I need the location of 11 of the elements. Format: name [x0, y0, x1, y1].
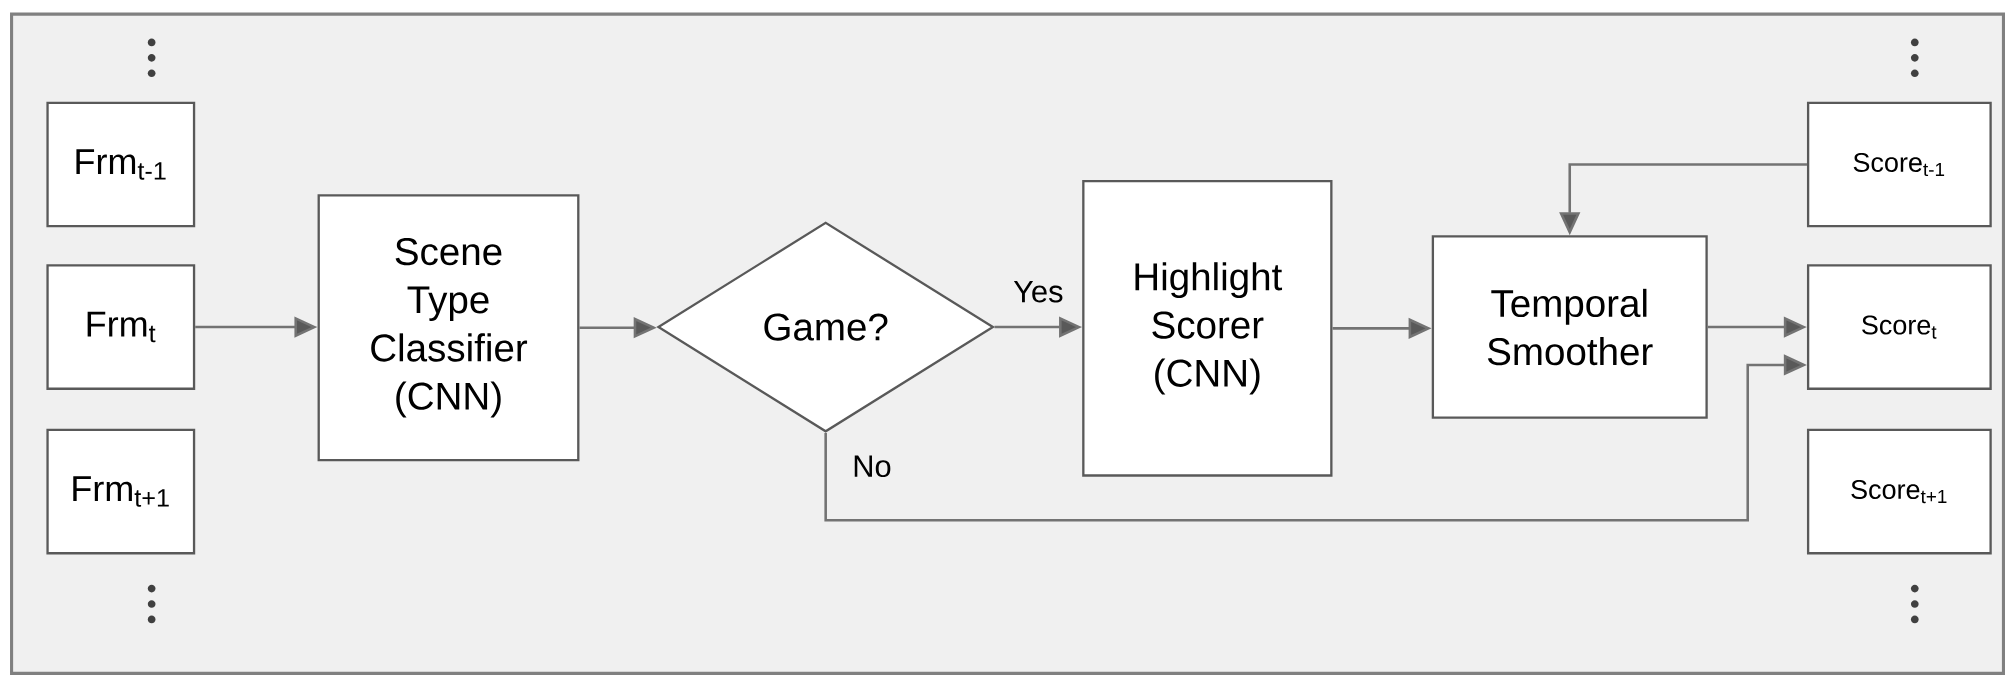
process-box: Frm$_{t-1}$	[46, 101, 196, 228]
edge-label: No	[854, 455, 891, 478]
process-box: Frm$_{t}$	[46, 264, 196, 390]
process-box: Frm$_{t+1}$	[46, 428, 196, 555]
process-box: Score$_{t+1}$	[1806, 428, 1992, 555]
process-box: Score$_{t-1}$	[1806, 101, 1992, 228]
edge-label: Yes	[1013, 281, 1063, 303]
process-box: Scene Type Classifier (CNN)	[317, 194, 580, 462]
process-box: Temporal Smoother	[1431, 235, 1708, 419]
process-box: Highlight Scorer (CNN)	[1082, 180, 1333, 477]
process-box: Score$_{t}$	[1806, 264, 1992, 390]
